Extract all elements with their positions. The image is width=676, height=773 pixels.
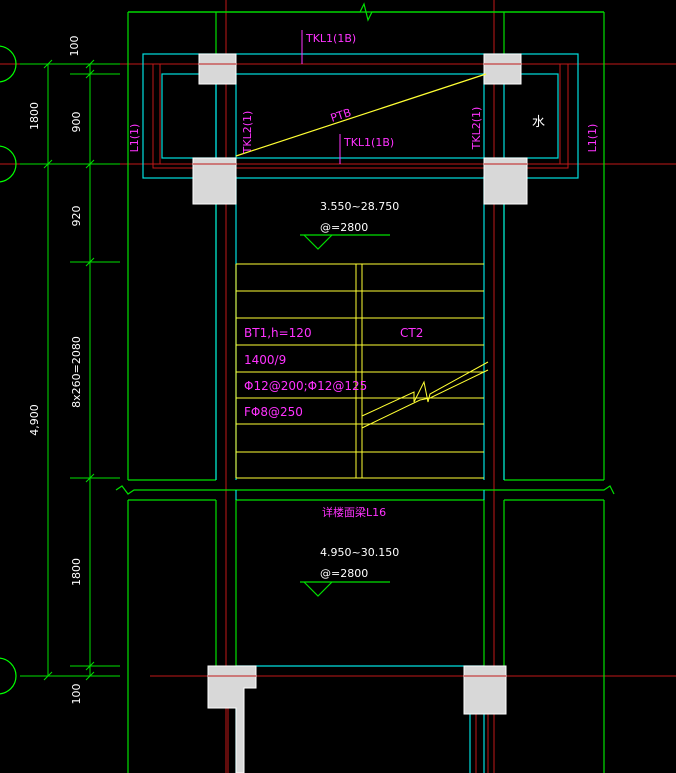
label-l1-right: L1(1) xyxy=(586,124,599,153)
column-top-right xyxy=(483,53,522,85)
column-top-left xyxy=(198,53,237,85)
label-tkl1-mid: TKL1(1B) xyxy=(343,136,394,149)
dim-1800-mid: 1800 xyxy=(70,558,83,586)
dim-900: 900 xyxy=(70,112,83,133)
dim-1800-left: 1800 xyxy=(28,102,41,130)
dim-100-top: 100 xyxy=(68,36,81,57)
slab-diagonal xyxy=(235,73,487,157)
label-l1-left: L1(1) xyxy=(128,124,141,153)
room-label: 水 xyxy=(532,115,545,130)
column-bottom-right xyxy=(463,665,507,715)
columns xyxy=(192,53,528,773)
column-mid-right xyxy=(483,157,528,205)
spacing-lower: @=2800 xyxy=(320,567,368,580)
elev-lower: 4.950~30.150 xyxy=(320,546,399,559)
column-bottom-left xyxy=(207,665,257,773)
elev-upper: 3.550~28.750 xyxy=(320,200,399,213)
dimension-lines xyxy=(20,59,120,681)
stair-rebar-main: Φ12@200;Φ12@125 xyxy=(244,379,367,393)
column-mid-left xyxy=(192,157,237,205)
beam-outlines xyxy=(142,53,579,773)
stair-span: 1400/9 xyxy=(244,353,286,367)
label-beam-l16: 详楼面梁L16 xyxy=(322,505,386,519)
dim-100-bottom: 100 xyxy=(70,684,83,705)
dim-920: 920 xyxy=(70,206,83,227)
dim-flight: 8x260=2080 xyxy=(70,336,83,408)
stair-treads xyxy=(235,263,489,479)
axis-bubbles xyxy=(0,45,17,695)
label-tkl2-right: TKL2(1) xyxy=(470,107,483,151)
label-tkl1-top: TKL1(1B) xyxy=(305,32,356,45)
elevation-markers xyxy=(300,234,390,597)
dim-4900: 4,900 xyxy=(28,404,41,436)
label-ptb: PTB xyxy=(329,106,353,125)
stair-ct-label: CT2 xyxy=(400,326,423,340)
column-axis-marks xyxy=(193,63,527,677)
spacing-upper: @=2800 xyxy=(320,221,368,234)
stair-type: BT1,h=120 xyxy=(244,326,312,340)
stair-rebar-dist: FΦ8@250 xyxy=(244,405,303,419)
tag-leaders xyxy=(301,30,341,164)
label-tkl2-left: TKL2(1) xyxy=(241,111,254,155)
